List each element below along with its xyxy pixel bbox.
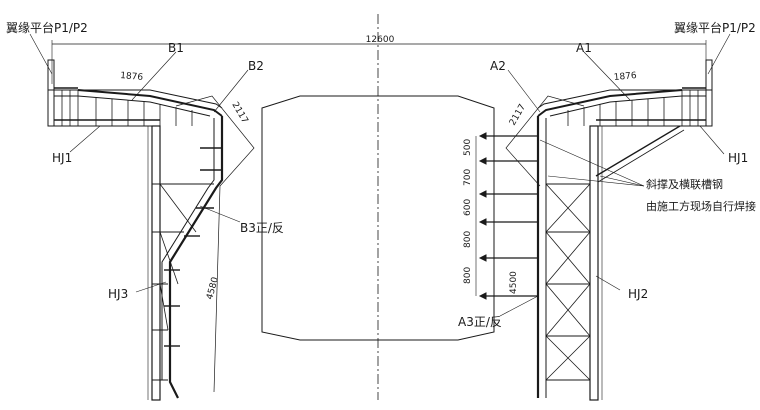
- b3-label: B3正/反: [240, 221, 284, 235]
- a3-length-dimension: 4500: [509, 271, 519, 294]
- bolt-spacing-4: 800: [463, 231, 473, 248]
- right-formwork-frame: [505, 59, 713, 401]
- left-formwork-frame: [47, 59, 255, 401]
- bolt-spacing-2: 700: [463, 169, 473, 186]
- b2-label: B2: [248, 59, 264, 73]
- anchor-bolt-arrows: [475, 132, 538, 300]
- b3-length-dimension: 4580: [205, 276, 221, 301]
- wing-platform-left-label: 翼缘平台P1/P2: [6, 20, 88, 35]
- hj1-right-label: HJ1: [728, 151, 748, 165]
- a1-width-dimension: 1876: [613, 71, 637, 83]
- note-line-2: 由施工方现场自行焊接: [646, 199, 756, 213]
- a2-length-dimension: 2117: [508, 103, 528, 128]
- deck-outline: [47, 40, 713, 109]
- overall-width-dimension: 12600: [366, 35, 395, 45]
- leader-lines: [29, 33, 731, 317]
- bolt-spacing-3: 600: [463, 199, 473, 216]
- b1-width-dimension: 1876: [120, 71, 144, 83]
- box-girder-inner-outline: [261, 95, 495, 341]
- wing-platform-right-label: 翼缘平台P1/P2: [674, 20, 756, 35]
- a3-label: A3正/反: [458, 315, 502, 329]
- hj3-label: HJ3: [108, 287, 128, 301]
- a1-label: A1: [576, 41, 592, 55]
- hj1-left-label: HJ1: [52, 151, 72, 165]
- note-line-1: 斜撑及横联槽钢: [646, 177, 723, 191]
- hj2-label: HJ2: [628, 287, 648, 301]
- bolt-spacing-5: 800: [463, 267, 473, 284]
- bolt-spacing-1: 500: [463, 139, 473, 156]
- a2-label: A2: [490, 59, 506, 73]
- b1-label: B1: [168, 41, 184, 55]
